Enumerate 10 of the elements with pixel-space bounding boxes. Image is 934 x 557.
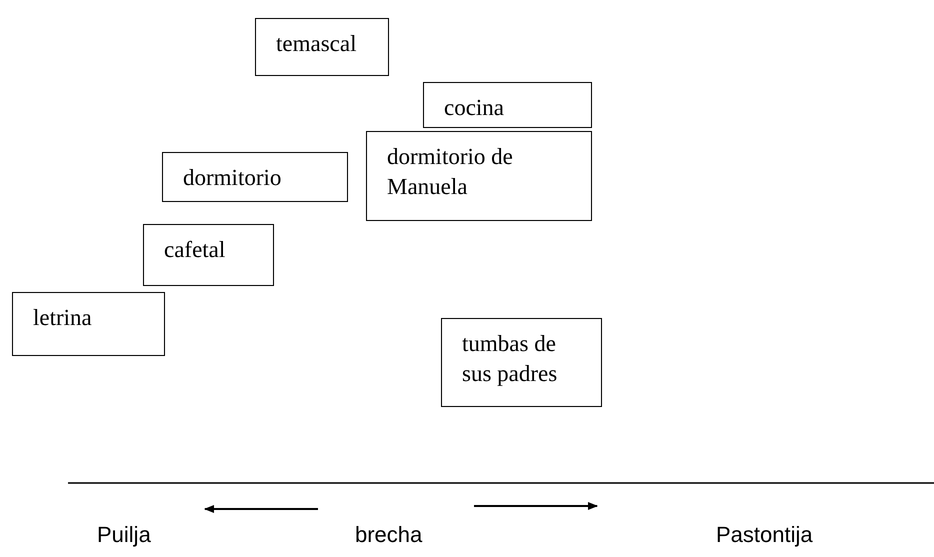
room-box: dormitorio <box>162 152 348 202</box>
place-label: Pastontija <box>716 522 813 548</box>
room-box: dormitorio de Manuela <box>366 131 592 221</box>
place-label: brecha <box>355 522 422 548</box>
room-box: cocina <box>423 82 592 128</box>
place-label: Puilja <box>97 522 151 548</box>
room-box: tumbas de sus padres <box>441 318 602 407</box>
room-box: temascal <box>255 18 389 76</box>
room-box: cafetal <box>143 224 274 286</box>
room-box: letrina <box>12 292 165 356</box>
